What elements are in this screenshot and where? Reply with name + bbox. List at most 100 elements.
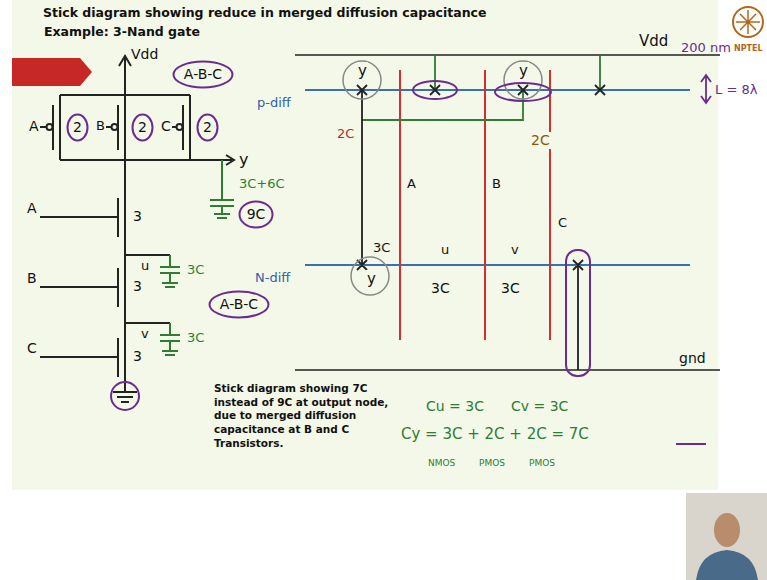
nmos-c-symbol: [40, 335, 125, 380]
annotation-label: Example: 3-Nand gate: [43, 24, 201, 39]
annotation-label: L = 8λ: [714, 82, 758, 98]
annotation-label: Vdd: [638, 32, 669, 50]
annotation-label: NMOS: [427, 458, 456, 469]
ground-symbol: [113, 380, 137, 402]
presenter-body: [696, 550, 758, 580]
circled-annotation: 9C: [238, 200, 274, 229]
circle-outline-shape: [174, 62, 233, 88]
width-arrow: [701, 75, 711, 103]
circle-outline-shape: [198, 115, 218, 141]
circled-annotation: 2: [66, 113, 89, 142]
annotation-label: 200 nm: [680, 40, 732, 56]
annotation-label: C: [557, 215, 568, 231]
annotation-label: Stick diagram showing 7C instead of 9C a…: [213, 382, 410, 450]
output-capacitor: [210, 160, 234, 218]
annotation-label: Cu = 3C: [425, 398, 485, 415]
annotation-label: 3: [132, 208, 143, 225]
annotation-label: y: [366, 270, 377, 288]
annotation-label: y: [238, 150, 249, 169]
circled-text: A-B-C: [220, 296, 258, 313]
pmos-b-symbol: [106, 95, 125, 160]
pmos-a-symbol: [40, 95, 60, 160]
annotation-label: p-diff: [256, 95, 292, 111]
annotation-label: PMOS: [478, 458, 506, 469]
ground-contact-mark: [566, 250, 590, 376]
circled-annotation: 2: [131, 113, 154, 142]
gnd-line: [295, 369, 720, 371]
vdd-line: [295, 54, 720, 56]
annotation-label: 3C: [186, 262, 205, 278]
red-banner: [12, 58, 92, 86]
circle-outline-shape: [68, 115, 88, 141]
annotation-label: C: [160, 118, 172, 135]
circle-outline-shape: [210, 292, 269, 318]
output-circle: [343, 61, 381, 99]
logo-ring: [733, 7, 763, 37]
presenter-video: [686, 493, 767, 580]
annotation-label: v: [510, 242, 520, 258]
annotation-label: B: [26, 270, 38, 287]
annotation-label: v: [140, 326, 150, 342]
annotation-label: NPTEL: [733, 44, 764, 54]
annotation-label: A: [406, 176, 417, 192]
circled-text: 2: [138, 119, 147, 136]
annotation-label: A: [26, 200, 38, 217]
ground-highlight: [111, 382, 139, 410]
pmos-b-bubble: [112, 124, 118, 130]
annotation-label: A: [28, 118, 40, 135]
annotation-label: 2C: [530, 132, 551, 149]
annotation-label: B: [95, 118, 106, 134]
annotation-label: Cy = 3C + 2C + 2C = 7C: [400, 425, 590, 443]
annotation-label: y: [518, 62, 529, 80]
annotation-label: Cv = 3C: [510, 398, 569, 415]
pmos-c-bubble: [177, 124, 183, 130]
circled-annotation: A-B-C: [172, 60, 234, 89]
annotation-label: 3C: [372, 240, 391, 256]
annotation-label: N-diff: [254, 270, 291, 286]
circle-outline-shape: [240, 202, 273, 228]
annotation-label: u: [140, 258, 150, 274]
circled-annotation: A-B-C: [208, 290, 270, 319]
circled-text: 2: [73, 119, 82, 136]
circled-text: 2: [203, 119, 212, 136]
circled-annotation: 2: [196, 113, 219, 142]
annotation-label: 3C: [430, 280, 451, 297]
result-underline: [676, 443, 706, 445]
u-capacitor: [160, 255, 180, 287]
circled-text: A-B-C: [184, 66, 222, 83]
output-wire: [60, 155, 234, 165]
nmos-a-symbol: [40, 160, 125, 240]
output-circle: [504, 61, 542, 99]
output-and-ground-wires: [362, 90, 578, 370]
annotation-label: 2C: [336, 126, 355, 142]
presenter-head: [714, 513, 740, 547]
merged-diffusion-mark: [495, 83, 551, 101]
annotation-label: B: [491, 176, 502, 192]
pmos-c-symbol: [171, 95, 190, 160]
annotation-label: 3: [132, 348, 143, 365]
annotation-label: PMOS: [528, 458, 556, 469]
annotation-label: Vdd: [130, 46, 159, 63]
slide-title: Stick diagram showing reduce in merged d…: [43, 5, 486, 20]
circle-outline-shape: [133, 115, 153, 141]
contact-marks: [357, 85, 605, 270]
annotation-label: 3C+6C: [238, 176, 286, 192]
slide-background: [12, 0, 718, 490]
annotation-label: 3C: [500, 280, 521, 297]
v-capacitor: [160, 323, 180, 355]
annotation-label: gnd: [678, 350, 707, 367]
circled-text: 9C: [247, 206, 266, 223]
merged-diffusion-mark: [413, 81, 457, 99]
annotation-label: u: [440, 242, 450, 258]
annotation-label: 3: [132, 278, 143, 295]
logo-spokes: [736, 10, 760, 34]
pmos-a-bubble: [47, 124, 53, 130]
metal-wires: [362, 55, 600, 120]
output-circle: [351, 257, 389, 295]
annotation-label: C: [26, 340, 38, 357]
poly-gates: [400, 70, 550, 340]
annotation-label: y: [357, 62, 368, 80]
annotation-label: 3C: [186, 330, 205, 346]
